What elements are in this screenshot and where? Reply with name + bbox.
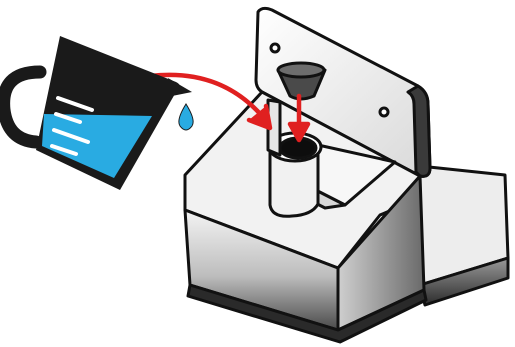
water-droplet-icon [179, 104, 193, 130]
measuring-pitcher-icon [4, 36, 192, 190]
pitcher-handle [4, 72, 40, 142]
mount-hole-right [380, 108, 388, 116]
funnel-cap-top [278, 63, 324, 77]
mount-hole-left [271, 44, 279, 52]
pitcher-spout [168, 78, 192, 96]
fill-unit-icon [185, 8, 508, 342]
